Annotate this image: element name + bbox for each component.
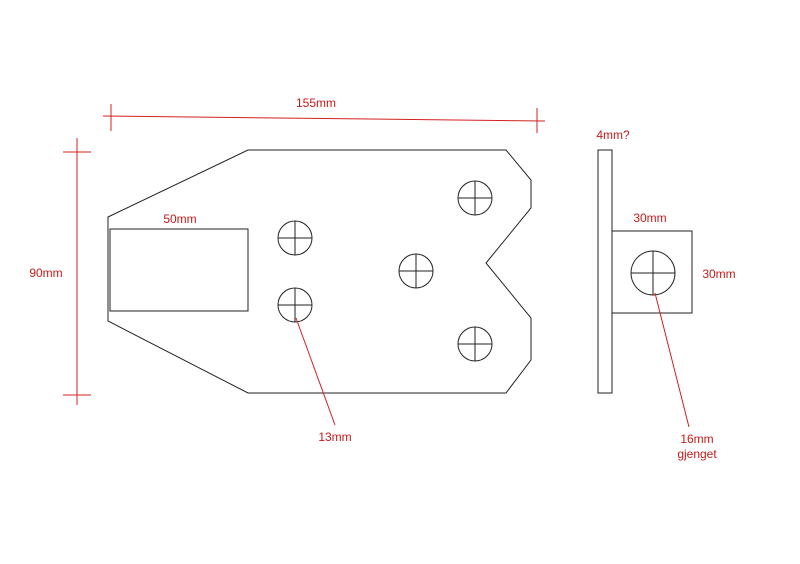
side-plate xyxy=(597,149,613,394)
thread-label-type: gjenget xyxy=(677,447,717,461)
hole xyxy=(277,220,313,256)
hole xyxy=(457,326,493,362)
hole xyxy=(277,287,313,323)
threaded-hole xyxy=(630,250,676,296)
mounting-block xyxy=(611,230,693,314)
width-dimension xyxy=(102,104,546,133)
thread-leader-line xyxy=(654,292,690,428)
hole xyxy=(457,180,493,216)
slot-label: 50mm xyxy=(163,212,196,226)
hole-label: 13mm xyxy=(318,430,351,444)
thickness-label: 4mm? xyxy=(596,128,630,142)
block-height-label: 30mm xyxy=(702,267,735,281)
slot-rectangle xyxy=(109,228,249,312)
plate-outline xyxy=(107,149,532,394)
height-label: 90mm xyxy=(29,266,62,280)
plate-holes xyxy=(277,180,493,362)
width-dimension-line xyxy=(102,115,546,122)
hole-leader-line xyxy=(295,317,336,426)
hole xyxy=(398,253,434,289)
height-dimension xyxy=(63,138,91,405)
thread-label-size: 16mm xyxy=(680,432,713,446)
width-label: 155mm xyxy=(296,96,336,110)
block-width-label: 30mm xyxy=(633,211,666,225)
